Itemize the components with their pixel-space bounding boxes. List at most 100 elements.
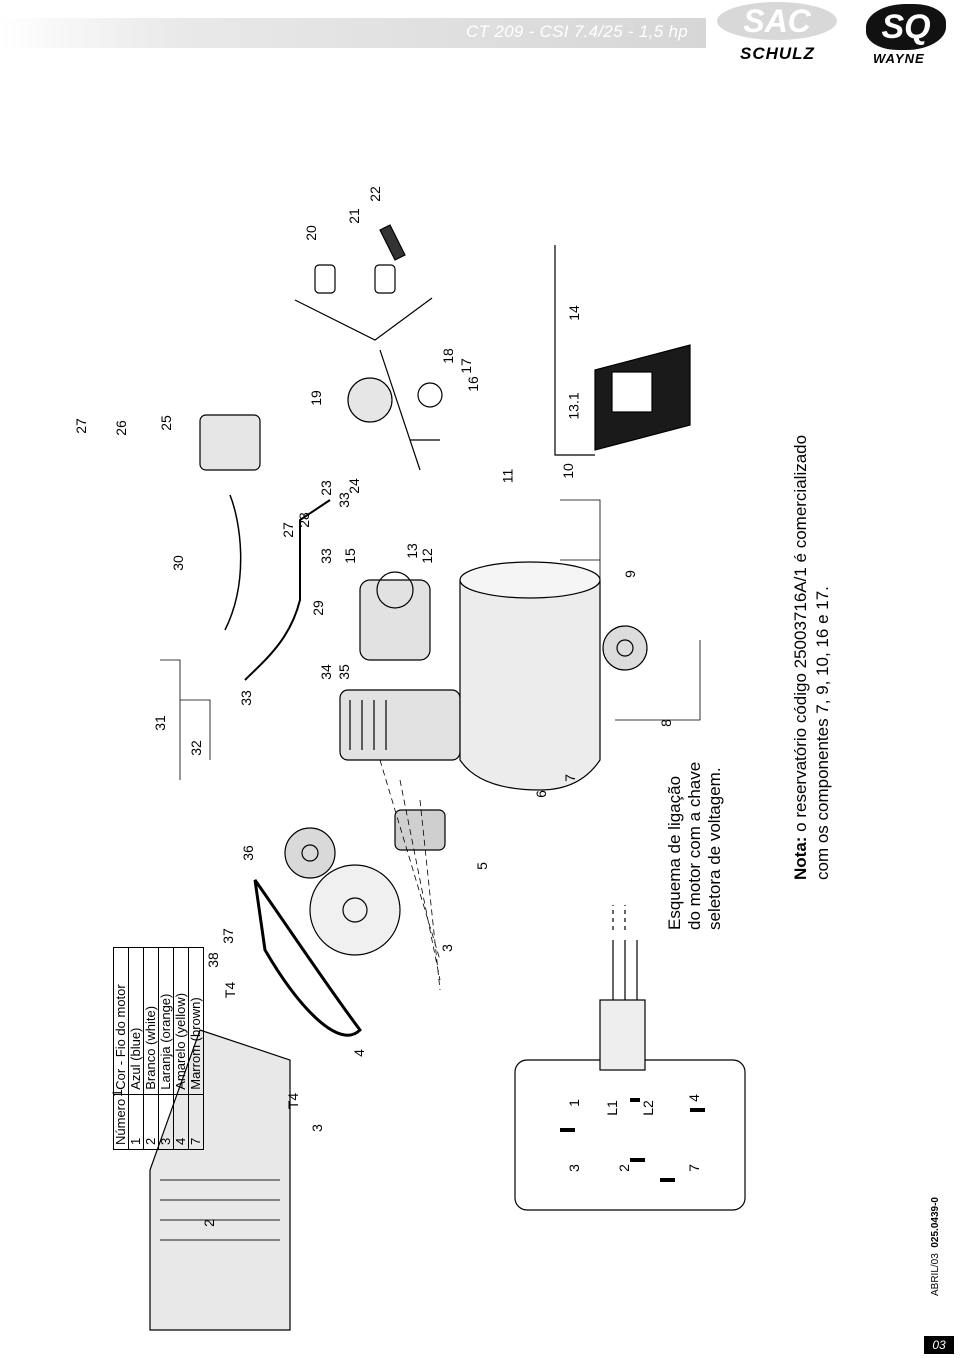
table-cell-color: Laranja (orange) (158, 947, 174, 1095)
plug-22 (379, 224, 406, 261)
note-line-2: com os componentes 7, 9, 10, 16 e 17. (813, 586, 832, 880)
pressure-switch (199, 414, 261, 471)
regulator (347, 377, 393, 423)
coupler-21 (374, 264, 396, 294)
callout-11: 11 (499, 468, 516, 484)
terminal-label-3: 3 (565, 1164, 582, 1172)
callout-6: 6 (532, 790, 549, 798)
callout-3a: 3 (308, 1124, 325, 1132)
note-line-1: Nota: o reservatório código 25003716A/1 … (790, 260, 812, 880)
table-cell-number: 4 (173, 1094, 189, 1150)
table-header-number: Número (113, 1094, 129, 1150)
callout-t4a: T4 (222, 981, 239, 999)
compressor-head (339, 689, 461, 761)
wiring-caption: Esquema de ligação do motor com a chave … (665, 762, 725, 930)
callout-36: 36 (239, 845, 256, 861)
table-row: 2 Branco (white) (143, 947, 159, 1150)
callout-20: 20 (302, 225, 319, 241)
wiring-schematic-frame (514, 1059, 746, 1211)
document-date: ABRIL/03 (930, 1253, 941, 1296)
wire-color-table-wrapper: Número Cor - Fio do motor 1 Azul (blue) … (113, 947, 204, 1150)
callout-35: 35 (335, 664, 352, 680)
callout-19: 19 (307, 390, 324, 406)
wheel (602, 625, 648, 671)
motor-pulley (284, 827, 336, 879)
table-cell-number: 7 (188, 1094, 204, 1150)
terminal-label-l2: L2 (639, 1100, 656, 1116)
callout-37: 37 (219, 928, 236, 944)
sq-logo: SQ (866, 4, 946, 50)
document-code: ABRIL/03 025.0439-0 (930, 1197, 941, 1296)
table-cell-color: Amarelo (yellow) (173, 947, 189, 1095)
coupler-20 (314, 264, 336, 294)
note-label: Nota: (791, 836, 810, 880)
table-row: 4 Amarelo (yellow) (173, 947, 189, 1150)
callout-8: 8 (657, 719, 674, 727)
table-cell-color: Azul (blue) (128, 947, 144, 1095)
air-tank (459, 579, 601, 791)
callout-7: 7 (561, 774, 578, 782)
schulz-logo: SCHULZ (740, 44, 815, 63)
callout-21: 21 (345, 208, 362, 224)
callout-10: 10 (559, 463, 576, 479)
wiring-caption-line-3: seletora de voltagem. (705, 767, 724, 930)
note-block: Nota: o reservatório código 25003716A/1 … (790, 260, 834, 880)
compressor-pulley (309, 864, 401, 956)
table-cell-number: 2 (143, 1094, 159, 1150)
callout-12: 12 (418, 548, 435, 564)
note-text-1: o reservatório código 25003716A/1 é come… (791, 434, 810, 837)
callout-13: 13 (403, 543, 420, 559)
callout-16: 16 (464, 376, 481, 392)
terminal-label-4: 4 (685, 1094, 702, 1102)
callout-33b: 33 (317, 548, 334, 564)
terminal-label-2: 2 (615, 1164, 632, 1172)
title-bar: CT 209 - CSI 7.4/25 - 1,5 hp (0, 18, 706, 48)
callout-22: 22 (366, 186, 383, 202)
wayne-logo: WAYNE (873, 51, 925, 66)
callout-4: 4 (350, 1049, 367, 1057)
wiring-caption-line-2: do motor com a chave (685, 761, 704, 930)
callout-27b: 27 (279, 522, 296, 538)
callout-18: 18 (439, 348, 456, 364)
page-number: 03 (924, 1336, 954, 1354)
page-title: CT 209 - CSI 7.4/25 - 1,5 hp (466, 22, 688, 41)
v-belt (253, 879, 362, 1037)
callout-9: 9 (621, 570, 638, 578)
power-cord (224, 494, 242, 631)
callout-15: 15 (341, 548, 358, 564)
terminal-label-1: 1 (565, 1099, 582, 1107)
table-header-row: Número Cor - Fio do motor (113, 947, 129, 1150)
callout-30: 30 (169, 555, 186, 571)
terminal-label-l1: L1 (603, 1100, 620, 1116)
terminal-label-7: 7 (685, 1164, 702, 1172)
callout-28: 28 (295, 512, 312, 528)
table-header-color: Cor - Fio do motor (113, 947, 129, 1095)
callout-25: 25 (157, 415, 174, 431)
table-row: 3 Laranja (orange) (158, 947, 174, 1150)
callout-14: 14 (565, 305, 582, 321)
table-cell-number: 3 (158, 1094, 174, 1150)
callout-31: 31 (151, 715, 168, 731)
callout-t4b: T4 (285, 1092, 302, 1110)
discharge-tube (244, 499, 331, 681)
wire-color-table: Número Cor - Fio do motor 1 Azul (blue) … (113, 947, 204, 1150)
sac-logo: SAC (717, 2, 837, 40)
table-row: 7 Marrom (brown) (188, 947, 204, 1150)
callout-32: 32 (187, 740, 204, 756)
callout-33a: 33 (237, 690, 254, 706)
callout-17: 17 (457, 358, 474, 374)
callout-34: 34 (317, 664, 334, 680)
wiring-caption-line-1: Esquema de ligação (665, 775, 684, 930)
callout-33c: 33 (335, 492, 352, 508)
document-number: 025.0439-0 (930, 1197, 941, 1248)
table-row: 1 Azul (blue) (128, 947, 144, 1150)
air-filter (394, 809, 446, 851)
callout-13-1: 13.1 (565, 392, 582, 420)
callout-27a: 27 (72, 418, 89, 434)
callout-26: 26 (112, 420, 129, 436)
pressure-gauge (417, 382, 443, 408)
electric-motor (359, 579, 431, 661)
table-cell-number: 1 (128, 1094, 144, 1150)
table-cell-color: Branco (white) (143, 947, 159, 1095)
